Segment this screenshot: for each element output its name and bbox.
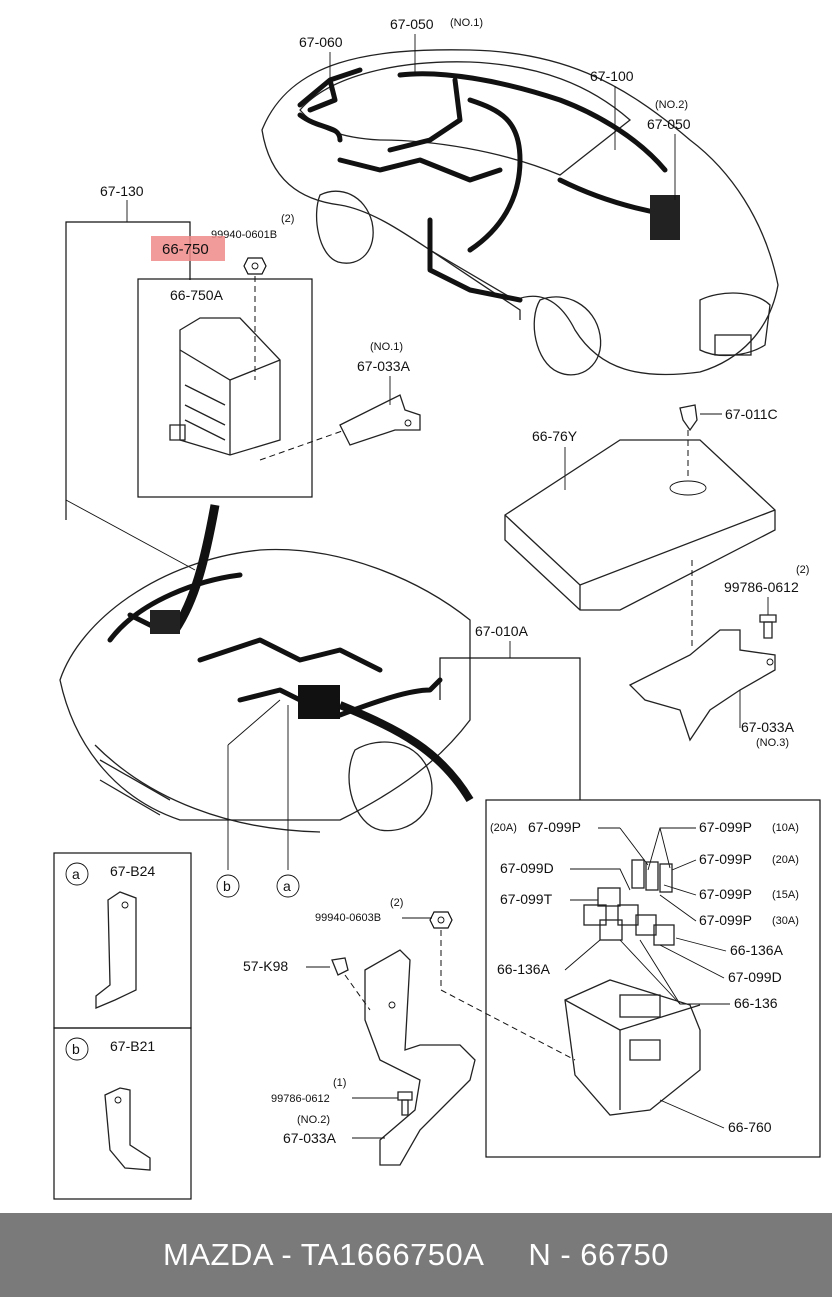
label-67-050b: 67-050 <box>647 116 691 132</box>
label-66-136a-right: 66-136A <box>730 942 784 958</box>
label-q2-c: (2) <box>390 897 403 909</box>
label-67-099p-left: 67-099P <box>528 819 581 835</box>
fuse-block-66-760 <box>564 979 701 1116</box>
label-66-136: 66-136 <box>734 995 778 1011</box>
clip-67-011c <box>679 404 698 432</box>
fuse-relay-cluster <box>583 859 675 946</box>
label-67-060: 67-060 <box>299 34 343 50</box>
label-67-033a-2: 67-033A <box>283 1130 337 1146</box>
inset-b-part: 67-B21 <box>110 1038 155 1054</box>
label-66-750a: 66-750A <box>170 287 224 303</box>
relay-box-illustration <box>169 317 281 456</box>
fuse-box-detail <box>485 799 821 1158</box>
footer-part-number: MAZDA - TA1666750A N - 66750 <box>163 1237 669 1272</box>
label-67-099p-10a: 67-099P <box>699 819 752 835</box>
inset-b <box>53 1027 192 1200</box>
label-no2-top: (NO.2) <box>655 99 688 111</box>
label-99786-0612-bottom: 99786-0612 <box>271 1093 330 1105</box>
inset-a-letter: a <box>72 866 80 882</box>
bracket-67-033a-no3 <box>628 629 776 742</box>
label-67-100: 67-100 <box>590 68 634 84</box>
callout-a <box>276 874 300 898</box>
label-67-011c: 67-011C <box>725 406 778 422</box>
bracket-67-033a-no1 <box>339 394 421 446</box>
label-20a-right: (20A) <box>772 854 799 866</box>
label-66-750: 66-750 <box>162 241 209 258</box>
label-66-136a-left: 66-136A <box>497 961 551 977</box>
label-67-099p-15a: 67-099P <box>699 886 752 902</box>
label-10a: (10A) <box>772 822 799 834</box>
inset-a-part: 67-B24 <box>110 863 155 879</box>
callout-b <box>216 874 240 898</box>
label-q2-b: (2) <box>796 564 809 576</box>
label-67-130: 67-130 <box>100 183 144 199</box>
inset-b-letter: b <box>72 1041 80 1057</box>
engine-bay-illustration <box>59 504 474 833</box>
label-q2-a: (2) <box>281 213 294 225</box>
label-67-099d-left: 67-099D <box>500 860 554 876</box>
label-66-76y: 66-76Y <box>532 428 578 444</box>
wiring-harness-diagram: 67-060 67-050 (NO.1) 67-100 (NO.2) 67-05… <box>53 16 821 1200</box>
label-99940-0603b: 99940-0603B <box>315 912 381 924</box>
label-57-k98: 57-K98 <box>243 958 288 974</box>
label-q1: (1) <box>333 1077 346 1089</box>
label-no2-bottom: (NO.2) <box>297 1114 330 1126</box>
label-67-099p-30a: 67-099P <box>699 912 752 928</box>
callout-b-letter: b <box>223 878 231 894</box>
label-67-099d-right: 67-099D <box>728 969 782 985</box>
label-67-099p-20a: 67-099P <box>699 851 752 867</box>
clip-57-k98 <box>331 957 349 976</box>
label-67-099t: 67-099T <box>500 891 553 907</box>
label-no1-mid: (NO.1) <box>370 341 403 353</box>
label-30a: (30A) <box>772 915 799 927</box>
label-99786-0612-top: 99786-0612 <box>724 579 799 595</box>
label-67-010a: 67-010A <box>475 623 529 639</box>
bolt-icon-top <box>759 614 777 639</box>
label-20a-left: (20A) <box>490 822 517 834</box>
label-67-050: 67-050 <box>390 16 434 32</box>
bolt-icon-bottom <box>397 1091 413 1116</box>
bracket-67-033a-no2 <box>364 949 476 1166</box>
label-66-760: 66-760 <box>728 1119 772 1135</box>
bracket-67-b21 <box>104 1087 151 1171</box>
label-99940-0601b: 99940-0601B <box>211 229 277 241</box>
footer-bar: MAZDA - TA1666750A N - 66750 <box>0 1213 832 1297</box>
car-body-illustration <box>261 49 779 376</box>
label-67-033a-1: 67-033A <box>357 358 411 374</box>
cover-66-76y <box>504 439 776 611</box>
callout-a-letter: a <box>283 878 291 894</box>
bracket-67-b24 <box>95 891 137 1009</box>
label-no3: (NO.3) <box>756 737 789 749</box>
nut-icon <box>243 257 267 275</box>
label-15a: (15A) <box>772 889 799 901</box>
label-no1-top: (NO.1) <box>450 17 483 29</box>
nut-icon-bottom <box>429 911 453 929</box>
highlight-66-750 <box>151 236 225 261</box>
relay-box-inset <box>137 278 313 498</box>
label-67-033a-3: 67-033A <box>741 719 795 735</box>
